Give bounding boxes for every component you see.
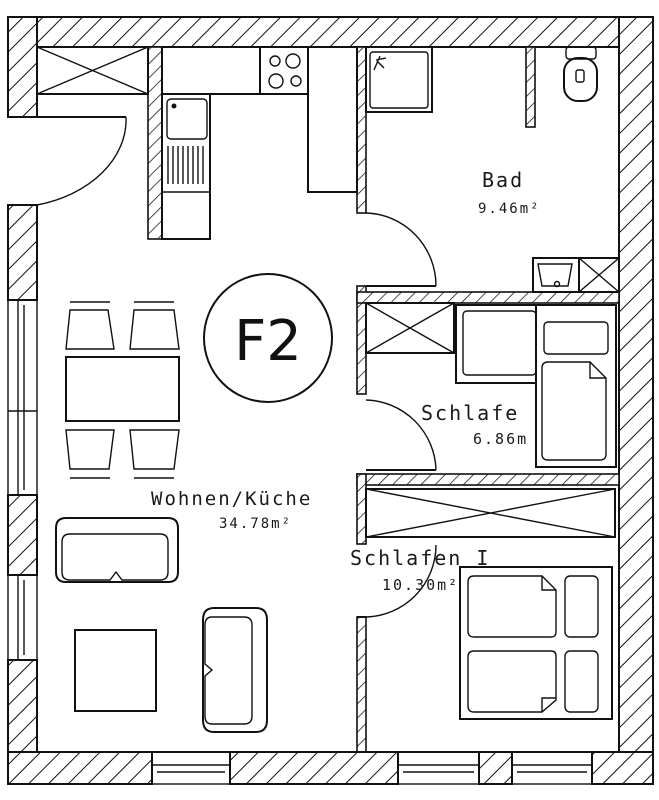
kitchen-counter-top xyxy=(161,46,261,95)
dining-table-icon xyxy=(65,356,180,422)
window-left-2 xyxy=(7,574,38,661)
bedroom-large xyxy=(365,488,616,720)
room-labels: Bad 9.46m² Schlafe 6.86m Wohnen/Küche 34… xyxy=(151,168,541,594)
wardrobe-icon xyxy=(36,46,149,95)
wall-bottom-4 xyxy=(591,751,654,785)
window-bottom-3 xyxy=(511,751,593,785)
cabinet-icon xyxy=(578,257,620,293)
chair-icon xyxy=(65,429,115,470)
sofa-icon xyxy=(55,517,179,583)
wall-bath-left-upper xyxy=(356,46,367,214)
stove-icon xyxy=(259,46,309,95)
wardrobe-icon xyxy=(365,488,616,538)
wall-left-mid1 xyxy=(7,204,38,301)
interior-walls xyxy=(37,46,620,753)
windows xyxy=(7,299,593,785)
wall-rooms-divider xyxy=(356,473,620,486)
wall-bath-bottom xyxy=(356,291,620,304)
chair-icon xyxy=(129,309,180,350)
room-name-wohnen: Wohnen/Küche xyxy=(151,488,312,510)
double-bed-icon[interactable] xyxy=(459,566,613,720)
sink-icon xyxy=(161,93,211,240)
entrance-door[interactable] xyxy=(8,116,127,206)
door-bathroom[interactable] xyxy=(365,212,437,287)
room-name-schlafen-large: Schlafen I xyxy=(350,546,490,570)
unit-badge: F2 xyxy=(203,273,333,403)
kitchen xyxy=(36,46,358,240)
loveseat-icon xyxy=(202,607,268,733)
wall-right xyxy=(618,16,654,785)
wall-left-mid2 xyxy=(7,494,38,576)
wardrobe-icon xyxy=(365,302,455,354)
chair-icon xyxy=(129,429,180,470)
room-name-schlafen-small: Schlafe xyxy=(421,401,519,425)
wall-kitchen-left xyxy=(147,46,163,240)
wall-bottom-3 xyxy=(478,751,513,785)
door-bedroom-large[interactable] xyxy=(357,544,437,618)
window-bottom-1 xyxy=(151,751,231,785)
living-area xyxy=(55,301,268,733)
door-bedroom-small[interactable] xyxy=(365,399,437,471)
wall-bath-partition xyxy=(525,46,536,128)
wall-bedroom-left-lower xyxy=(356,616,367,753)
toilet-icon[interactable] xyxy=(563,46,598,102)
room-area-wohnen: 34.78m² xyxy=(219,516,292,532)
desk-icon xyxy=(455,304,537,384)
room-area-schlafen-small: 6.86m xyxy=(473,430,528,448)
room-name-bad: Bad xyxy=(482,168,524,192)
dining-set xyxy=(65,301,180,479)
single-bed-icon[interactable] xyxy=(535,304,617,468)
shower-icon xyxy=(365,46,433,113)
unit-badge-text: F2 xyxy=(234,309,302,374)
wall-bottom-1 xyxy=(7,751,153,785)
kitchen-counter-side xyxy=(307,46,358,193)
window-bottom-2 xyxy=(397,751,480,785)
bathroom xyxy=(365,46,620,293)
wall-bedroom-left-mid xyxy=(356,473,367,545)
washbasin-icon xyxy=(532,257,580,293)
coffee-table-icon xyxy=(74,629,157,712)
wall-bottom-2 xyxy=(229,751,399,785)
wall-top xyxy=(7,16,620,48)
exterior-walls xyxy=(7,16,654,785)
room-area-schlafen-large: 10.30m² xyxy=(382,576,459,594)
chair-icon xyxy=(65,309,115,350)
window-left-1 xyxy=(7,299,38,496)
room-area-bad: 9.46m² xyxy=(478,201,541,217)
wall-left-upper xyxy=(7,16,38,118)
drainboard-icon xyxy=(167,146,204,184)
bedroom-small xyxy=(365,302,617,468)
